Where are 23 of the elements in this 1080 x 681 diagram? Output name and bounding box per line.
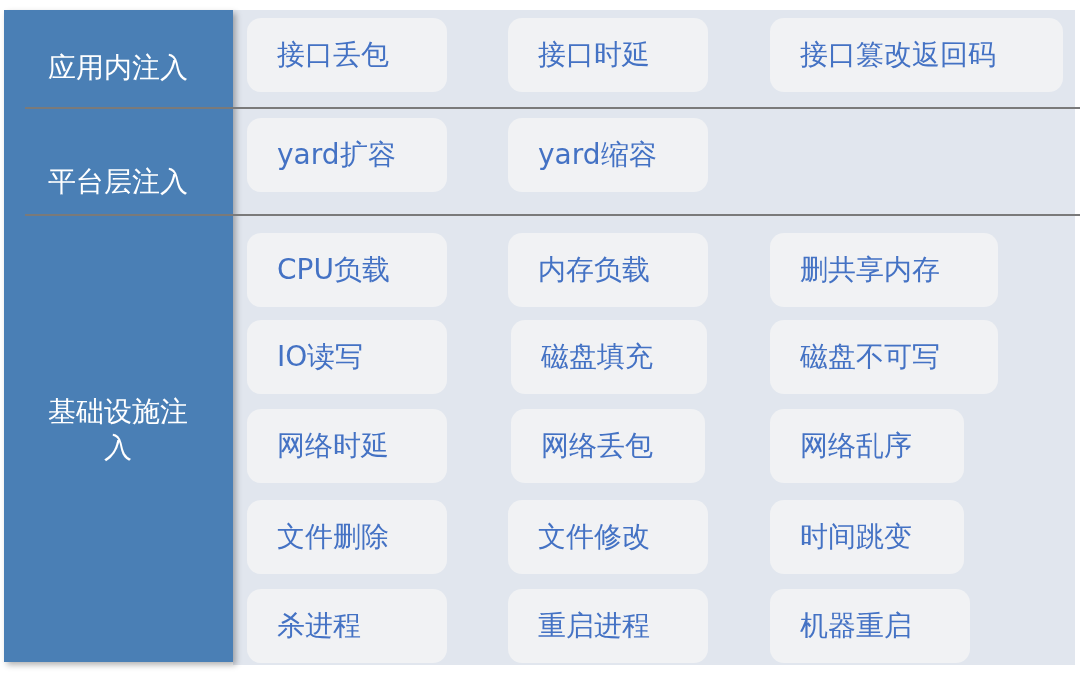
fault-tile: 内存负载 — [508, 233, 708, 307]
fault-tile: 删共享内存 — [770, 233, 998, 307]
fault-tile: yard缩容 — [508, 118, 708, 192]
fault-tile: 磁盘填充 — [511, 320, 707, 394]
fault-tile: 时间跳变 — [770, 500, 964, 574]
fault-tile: 接口时延 — [508, 18, 708, 92]
fault-tile: 磁盘不可写 — [770, 320, 998, 394]
fault-tile: IO读写 — [247, 320, 447, 394]
fault-tile: 文件修改 — [508, 500, 708, 574]
fault-tile: 网络乱序 — [770, 409, 964, 483]
category-label: 应用内注入 — [20, 50, 216, 86]
category-label: 平台层注入 — [20, 164, 216, 200]
fault-tile: 网络丢包 — [511, 409, 705, 483]
fault-tile: 接口丢包 — [247, 18, 447, 92]
fault-tile: 网络时延 — [247, 409, 447, 483]
fault-tile: 接口篡改返回码 — [770, 18, 1063, 92]
fault-tile: 重启进程 — [508, 589, 708, 663]
fault-tile: 文件删除 — [247, 500, 447, 574]
fault-tile: 杀进程 — [247, 589, 447, 663]
category-label: 基础设施注入 — [40, 394, 196, 466]
fault-tile: 机器重启 — [770, 589, 970, 663]
fault-tile: yard扩容 — [247, 118, 447, 192]
fault-tile: CPU负载 — [247, 233, 447, 307]
